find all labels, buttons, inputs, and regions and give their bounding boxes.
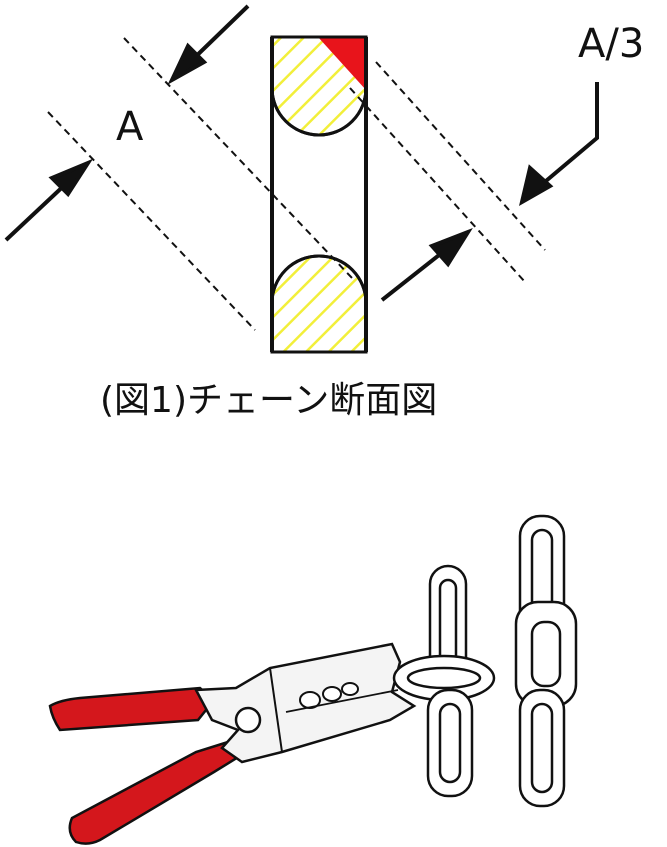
chain-link-icon — [514, 514, 578, 808]
wear-mark — [318, 37, 366, 90]
dimension-guides — [47, 37, 546, 331]
caption: (図1)チェーン断面図 — [100, 380, 437, 421]
label-a-third: A/3 — [578, 21, 644, 67]
chain-cross-section — [270, 35, 368, 354]
label-a: A — [116, 104, 144, 150]
pliers-icon — [48, 642, 417, 845]
chain-link-icon — [392, 564, 496, 798]
arrow-icon — [4, 4, 599, 302]
